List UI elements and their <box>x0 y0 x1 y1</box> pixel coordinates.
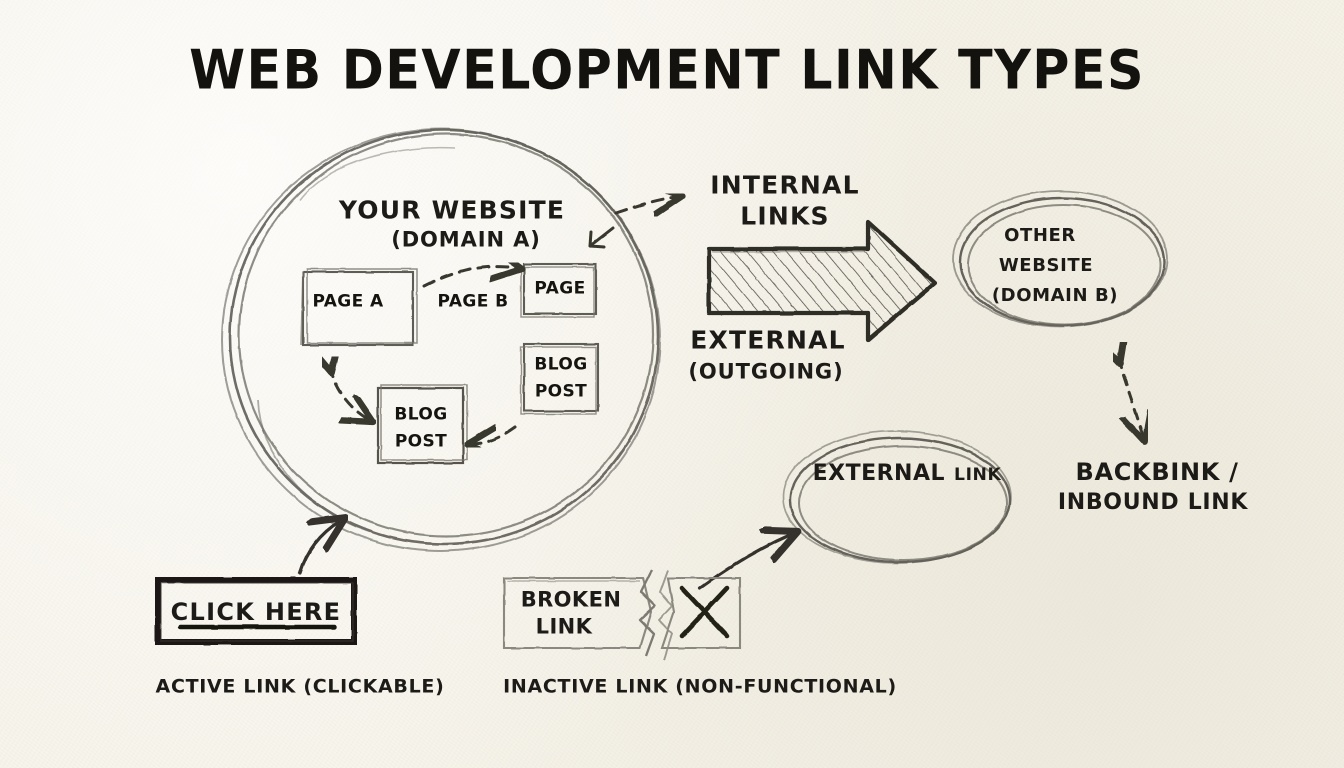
other-website-line2: WEBSITE <box>998 255 1094 277</box>
broken-to-external-arrow <box>698 534 792 590</box>
page-title: WEB DEVELOPMENT LINK TYPES <box>189 38 1145 102</box>
backlink-label-line2: INBOUND LINK <box>1057 489 1249 515</box>
box-label-page: PAGE <box>534 278 586 299</box>
inactive-link-caption: INACTIVE LINK (NON-FUNCTIONAL) <box>503 675 897 698</box>
tear-crack <box>638 569 657 657</box>
external-link-word-small: LINK <box>954 464 1002 485</box>
external-link-word-large: EXTERNAL <box>812 460 946 486</box>
internal-links-label-line2: LINKS <box>740 201 830 231</box>
box-label-blog-post-left-line2: POST <box>394 431 448 452</box>
backlink-label-line1: BACKBINK / <box>1075 457 1239 486</box>
external-link-ellipse-label: EXTERNAL LINK <box>812 460 1002 486</box>
link-page-a-to-blog-left <box>330 367 368 419</box>
external-link-ellipse <box>782 430 1012 564</box>
click-here-label[interactable]: CLICK HERE <box>170 597 342 626</box>
box-label-blog-post-right-line1: BLOG <box>534 354 588 375</box>
box-label-page-a: PAGE A <box>312 291 384 312</box>
active-link-box <box>155 577 357 645</box>
link-page-a-to-page <box>422 267 516 288</box>
external-outgoing-big-arrow <box>706 219 938 343</box>
external-outgoing-label-line2: (OUTGOING) <box>688 359 844 384</box>
broken-link-label-line2: LINK <box>535 614 593 639</box>
your-website-subheading: (DOMAIN A) <box>391 227 541 252</box>
box-label-blog-post-right-line2: POST <box>534 381 588 402</box>
internal-links-label-line1: INTERNAL <box>710 170 860 200</box>
other-website-ellipse <box>952 190 1168 328</box>
other-website-line1: OTHER <box>1004 225 1076 247</box>
broken-link-label-line1: BROKEN <box>520 587 622 612</box>
clickable-to-site-arrow <box>298 521 340 575</box>
internal-links-pointer <box>614 197 676 213</box>
link-blog-right-to-blog-left <box>473 427 517 444</box>
inactive-link-box <box>502 569 742 661</box>
edge-label-page-b: PAGE B <box>437 291 509 312</box>
external-outgoing-label-line1: EXTERNAL <box>690 325 846 355</box>
other-website-line3: (DOMAIN B) <box>991 285 1119 307</box>
active-link-caption: ACTIVE LINK (CLICKABLE) <box>155 675 445 698</box>
box-label-blog-post-left-line1: BLOG <box>394 404 448 425</box>
internal-links-return-head <box>588 226 615 249</box>
x-cross-icon <box>679 585 730 639</box>
backlink-connector <box>1118 358 1143 436</box>
blog-post-box-left <box>376 384 468 465</box>
your-website-circle <box>221 128 661 552</box>
your-website-heading: YOUR WEBSITE <box>338 195 566 225</box>
